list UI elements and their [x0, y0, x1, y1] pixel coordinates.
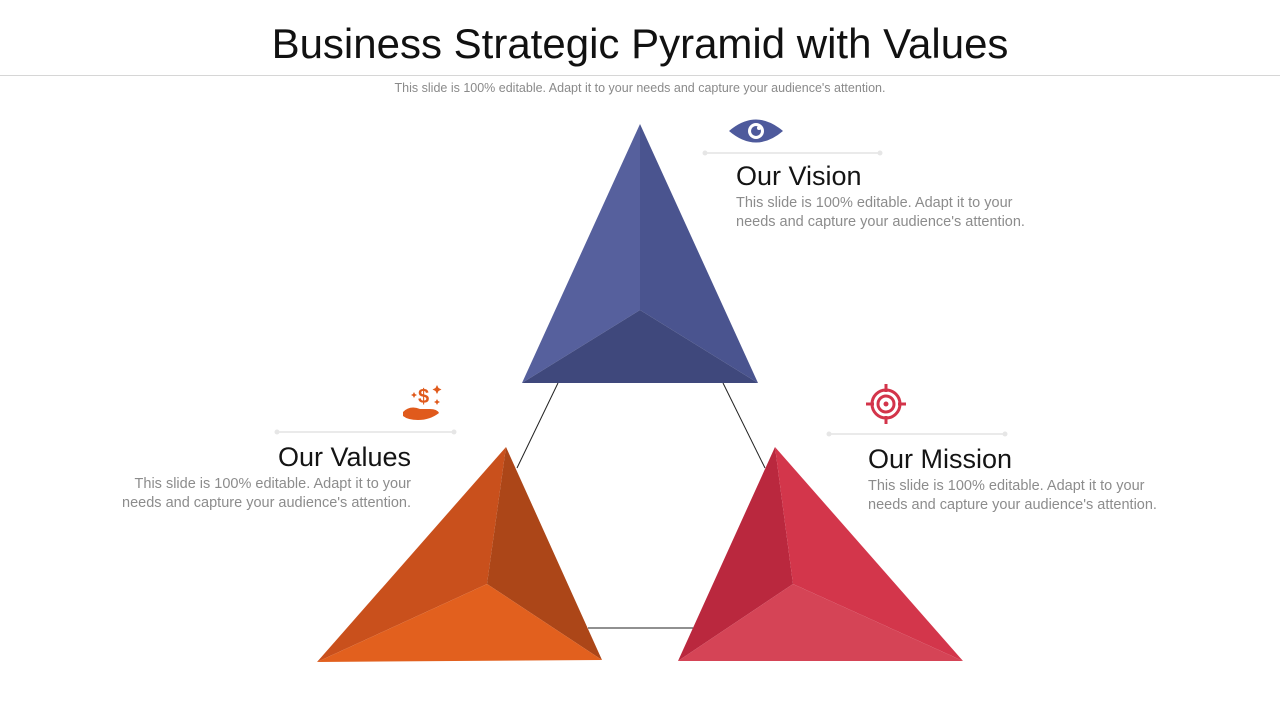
money-hand-icon: $ [403, 385, 442, 420]
values-separator [274, 429, 457, 435]
vision-desc-line1: This slide is 100% editable. Adapt it to… [736, 195, 1013, 211]
eye-icon [729, 119, 783, 143]
mission-pyramid [678, 447, 963, 661]
values-desc-line2: needs and capture your audience's attent… [122, 495, 411, 511]
connector-line-right [722, 382, 766, 469]
vision-face-left [522, 124, 640, 383]
page-title: Business Strategic Pyramid with Values [271, 20, 1009, 67]
title-divider [0, 75, 1280, 76]
mission-face-left [678, 447, 793, 661]
values-title: Our Values [277, 442, 411, 472]
mission-desc-line1: This slide is 100% editable. Adapt it to… [868, 478, 1145, 494]
values-desc-line1: This slide is 100% editable. Adapt it to… [134, 476, 411, 492]
connector-line-left [516, 382, 559, 469]
mission-separator [826, 431, 1008, 437]
vision-description: This slide is 100% editable. Adapt it to… [736, 194, 1025, 232]
vision-desc-line2: needs and capture your audience's attent… [736, 214, 1025, 230]
vision-face-bottom [522, 310, 758, 383]
svg-text:$: $ [418, 386, 429, 408]
values-face-right [487, 447, 602, 660]
mission-face-right [775, 447, 963, 661]
values-block: Our Values This slide is 100% editable. … [100, 441, 411, 513]
target-icon [866, 384, 906, 424]
mission-title: Our Mission [868, 444, 1013, 474]
values-description: This slide is 100% editable. Adapt it to… [100, 475, 411, 513]
vision-face-right [640, 124, 758, 383]
page-subtitle: This slide is 100% editable. Adapt it to… [394, 81, 886, 95]
values-face-bottom [317, 584, 602, 662]
mission-face-bottom [678, 584, 963, 661]
mission-block: Our Mission This slide is 100% editable.… [868, 443, 1157, 515]
mission-description: This slide is 100% editable. Adapt it to… [868, 477, 1157, 515]
vision-title: Our Vision [736, 161, 862, 191]
vision-block: Our Vision This slide is 100% editable. … [736, 160, 1025, 232]
values-face-left [317, 447, 506, 662]
values-pyramid [317, 447, 602, 662]
mission-desc-line2: needs and capture your audience's attent… [868, 497, 1157, 513]
vision-pyramid [522, 124, 758, 383]
vision-separator [702, 150, 883, 156]
